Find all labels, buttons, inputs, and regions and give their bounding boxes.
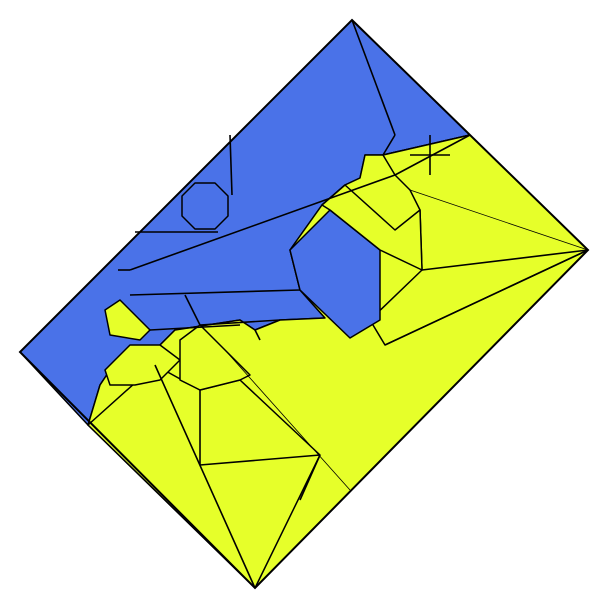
crease-line (409, 189, 589, 251)
crease-line (149, 324, 241, 331)
crease-lines (118, 19, 589, 589)
paper-outline (18, 18, 590, 590)
left-step-piece (104, 344, 181, 386)
crease-line (129, 174, 396, 271)
crease-line (384, 249, 589, 346)
left-step-piece (104, 299, 151, 341)
crease-line (351, 19, 396, 136)
middle-block-yellow-face (321, 184, 423, 271)
crease-line (299, 454, 321, 501)
crease-line (382, 134, 396, 156)
crease-line (154, 364, 256, 589)
paper-square-outline (18, 18, 590, 590)
crease-line (421, 249, 589, 271)
crease-line (199, 319, 281, 326)
crease-line (394, 134, 471, 176)
crease-line (254, 329, 261, 341)
crease-line (224, 349, 351, 491)
crease-line (199, 454, 321, 466)
octagon-shape (181, 182, 229, 230)
crease-line (129, 289, 301, 296)
crease-line (229, 134, 233, 196)
crease-line (184, 294, 201, 326)
